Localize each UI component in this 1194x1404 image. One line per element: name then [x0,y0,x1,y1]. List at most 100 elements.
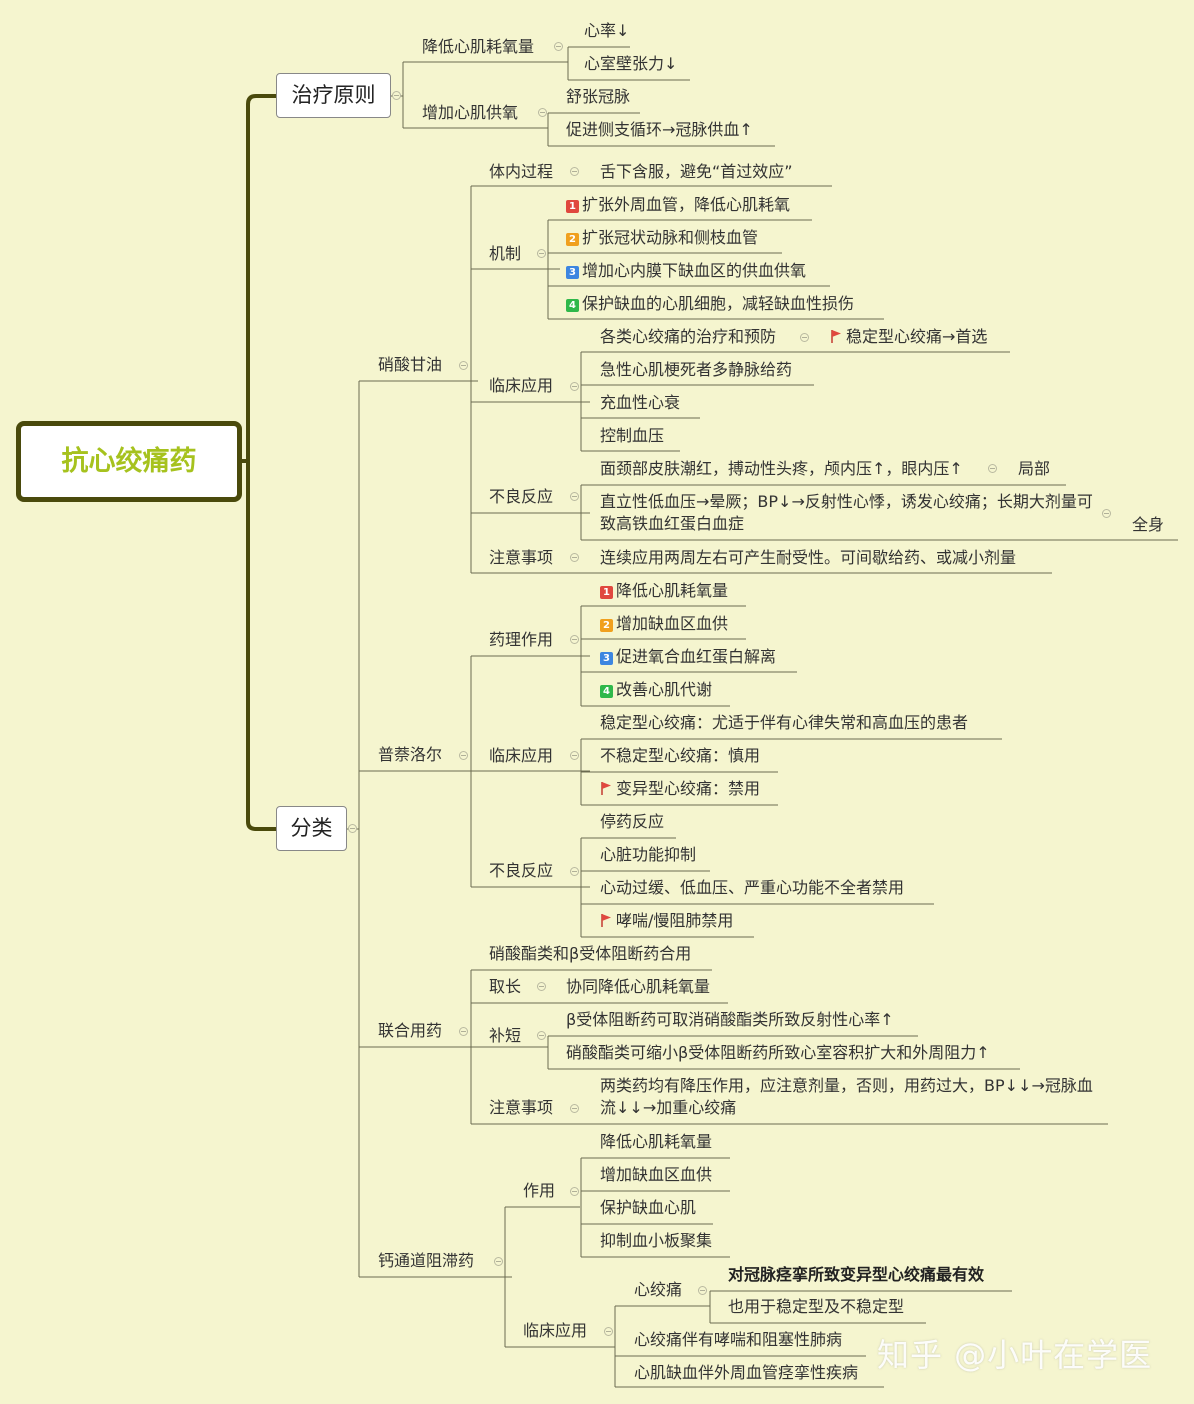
collapse-icon[interactable] [570,1104,579,1113]
watermark: 知乎 @小叶在学医 [877,1336,1153,1374]
topic-prop-clinical[interactable]: 临床应用 [489,746,554,765]
leaf-variant-most-effective[interactable]: 对冠脉痉挛所致变异型心绞痛最有效 [728,1265,985,1284]
leaf-prop-clinical-2[interactable]: 不稳定型心绞痛：慎用 [600,746,761,765]
leaf-ntg-clinical-4[interactable]: 控制血压 [600,426,665,445]
leaf-sublingual[interactable]: 舌下含服，避免“首过效应” [600,162,793,181]
leaf-heart-rate[interactable]: 心率↓ [584,21,630,40]
leaf-combo-comp-1[interactable]: β受体阻断药可取消硝酸酯类所致反射性心率↑ [566,1010,894,1029]
collapse-icon[interactable] [570,1187,579,1196]
topic-increase-oxygen[interactable]: 增加心肌供氧 [422,103,519,122]
leaf-stable-unstable[interactable]: 也用于稳定型及不稳定型 [728,1297,905,1316]
topic-ccb-action[interactable]: 作用 [523,1181,556,1200]
collapse-icon[interactable] [800,333,809,342]
leaf-systemic[interactable]: 全身 [1132,515,1165,534]
leaf-prop-adverse-4[interactable]: 哮喘/慢阻肺禁用 [600,911,733,931]
flag-icon [601,782,611,795]
leaf-tolerance[interactable]: 连续应用两周左右可产生耐受性。可间歇给药、或减小剂量 [600,548,1017,567]
priority-4-icon: 4 [600,685,613,698]
leaf-dilate-coronary[interactable]: 舒张冠脉 [566,87,631,106]
priority-2-icon: 2 [600,619,613,632]
topic-ntg-caution[interactable]: 注意事项 [489,548,554,567]
topic-ccb-clinical[interactable]: 临床应用 [523,1321,588,1340]
leaf-prop-adverse-2[interactable]: 心脏功能抑制 [600,845,697,864]
leaf-ntg-clinical-3[interactable]: 充血性心衰 [600,393,681,412]
leaf-prop-adverse-1[interactable]: 停药反应 [600,812,665,831]
leaf-stable-first[interactable]: 稳定型心绞痛→首选 [830,327,987,347]
collapse-icon[interactable] [554,42,563,51]
leaf-combo-caution[interactable]: 两类药均有降压作用，应注意剂量，否则，用药过大，BP↓↓→冠脉血流↓↓→加重心绞… [600,1076,1093,1117]
topic-combo-pro[interactable]: 取长 [489,977,522,996]
topic-combo-comp[interactable]: 补短 [489,1026,522,1045]
leaf-ccb-clinical-2[interactable]: 心绞痛伴有哮喘和阻塞性肺病 [634,1330,843,1349]
leaf-wall-tension[interactable]: 心室壁张力↓ [584,54,678,73]
leaf-prop-adverse-3[interactable]: 心动过缓、低血压、严重心功能不全者禁用 [600,878,905,897]
topic-combo-caution[interactable]: 注意事项 [489,1098,554,1117]
root-topic[interactable]: 抗心绞痛药 [16,421,242,502]
priority-3-icon: 3 [566,266,579,279]
collapse-icon[interactable] [537,249,546,258]
collapse-icon[interactable] [570,167,579,176]
collapse-icon[interactable] [604,1327,613,1336]
priority-4-icon: 4 [566,299,579,312]
leaf-adverse-systemic[interactable]: 直立性低血压→晕厥；BP↓→反射性心悸，诱发心绞痛；长期大剂量可致高铁血红蛋白血… [600,492,1093,533]
collapse-icon[interactable] [538,108,547,117]
collapse-icon[interactable] [988,464,997,473]
topic-ccb[interactable]: 钙通道阻滞药 [378,1251,475,1270]
collapse-icon[interactable] [570,635,579,644]
leaf-ntg-clinical-2[interactable]: 急性心肌梗死者多静脉给药 [600,360,793,379]
topic-prop-adverse[interactable]: 不良反应 [489,861,554,880]
collapse-icon[interactable] [494,1257,503,1266]
collapse-icon[interactable] [570,751,579,760]
collapse-icon[interactable] [459,1027,468,1036]
classify-topic[interactable]: 分类 [276,806,347,851]
collapse-icon[interactable] [459,751,468,760]
collapse-icon[interactable] [1102,509,1111,518]
leaf-prop-clinical-1[interactable]: 稳定型心绞痛：尤适于伴有心律失常和高血压的患者 [600,713,969,732]
leaf-combo-pro[interactable]: 协同降低心肌耗氧量 [566,977,711,996]
topic-ntg-adverse[interactable]: 不良反应 [489,487,554,506]
topic-angina[interactable]: 心绞痛 [634,1280,683,1299]
collapse-icon[interactable] [698,1286,707,1295]
collapse-icon[interactable] [392,91,401,100]
flag-icon [831,330,841,343]
leaf-collateral[interactable]: 促进侧支循环→冠脉供血↑ [566,120,753,139]
leaf-ccb-action-1[interactable]: 降低心肌耗氧量 [600,1132,713,1151]
leaf-combo-title[interactable]: 硝酸酯类和β受体阻断药合用 [489,944,692,963]
priority-3-icon: 3 [600,652,613,665]
topic-process[interactable]: 体内过程 [489,162,554,181]
leaf-ccb-clinical-3[interactable]: 心肌缺血伴外周血管痉挛性疾病 [634,1363,859,1382]
leaf-adverse-local[interactable]: 面颈部皮肤潮红，搏动性头疼，颅内压↑，眼内压↑ [600,459,963,478]
collapse-icon[interactable] [537,982,546,991]
collapse-icon[interactable] [459,361,468,370]
collapse-icon[interactable] [348,824,357,833]
collapse-icon[interactable] [570,867,579,876]
leaf-prop-clinical-3[interactable]: 变异型心绞痛：禁用 [600,779,760,799]
topic-mechanism[interactable]: 机制 [489,244,522,263]
collapse-icon[interactable] [570,492,579,501]
topic-nitroglycerin[interactable]: 硝酸甘油 [378,355,443,374]
collapse-icon[interactable] [537,1031,546,1040]
leaf-ntg-clinical-1[interactable]: 各类心绞痛的治疗和预防 [600,327,777,346]
topic-pharm[interactable]: 药理作用 [489,630,554,649]
principle-topic[interactable]: 治疗原则 [276,73,391,118]
collapse-icon[interactable] [570,382,579,391]
collapse-icon[interactable] [570,553,579,562]
topic-reduce-oxygen[interactable]: 降低心肌耗氧量 [422,37,535,56]
leaf-ccb-action-2[interactable]: 增加缺血区血供 [600,1165,713,1184]
leaf-local[interactable]: 局部 [1018,459,1051,478]
leaf-ccb-action-3[interactable]: 保护缺血心肌 [600,1198,697,1217]
topic-combination[interactable]: 联合用药 [378,1021,443,1040]
topic-propranolol[interactable]: 普萘洛尔 [378,745,443,764]
leaf-ccb-action-4[interactable]: 抑制血小板聚集 [600,1231,713,1250]
topic-ntg-clinical[interactable]: 临床应用 [489,376,554,395]
leaf-combo-comp-2[interactable]: 硝酸酯类可缩小β受体阻断药所致心室容积扩大和外周阻力↑ [566,1043,990,1062]
